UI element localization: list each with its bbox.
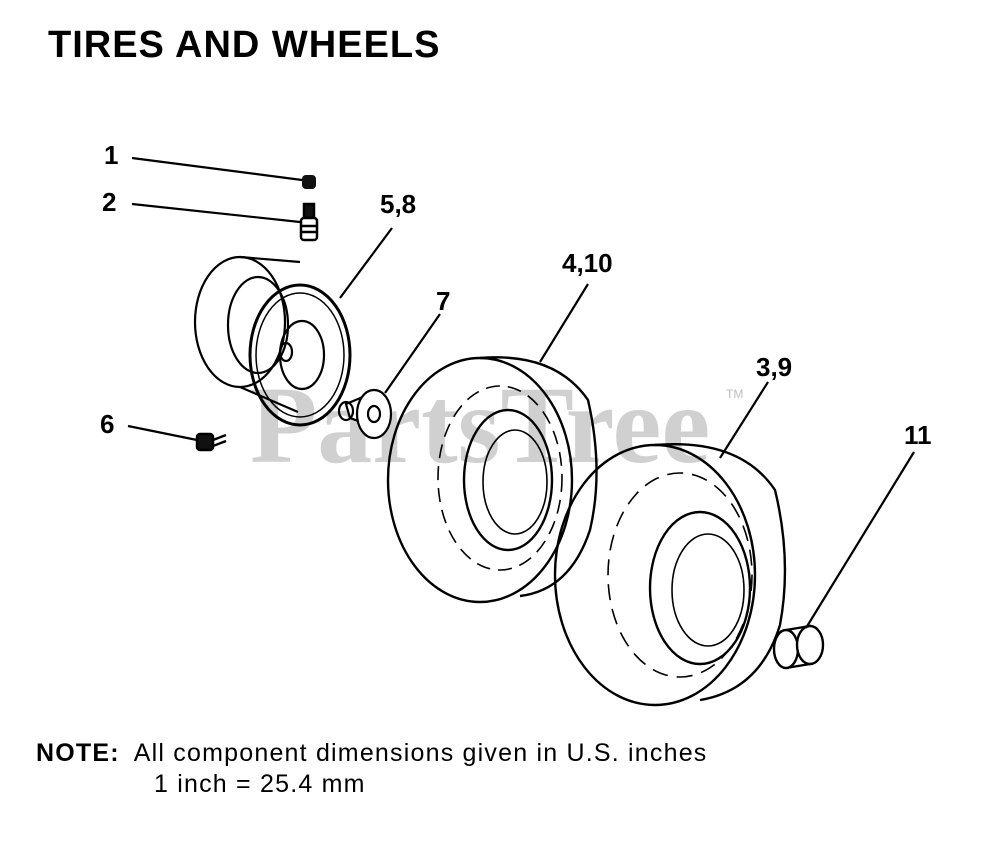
note-line-1: All component dimensions given in U.S. i… bbox=[133, 739, 708, 767]
trademark-mark: TM bbox=[726, 387, 743, 401]
callout-7: 7 bbox=[436, 286, 450, 316]
wheel-rim-part bbox=[193, 255, 352, 427]
callout-3-9: 3,9 bbox=[756, 352, 792, 382]
rear-tire-part bbox=[553, 443, 787, 707]
valve-cap-part bbox=[302, 175, 316, 189]
front-tire-part bbox=[386, 356, 598, 604]
callout-5-8: 5,8 bbox=[380, 189, 416, 219]
dimensions-note: NOTE: All component dimensions given in U… bbox=[36, 738, 708, 800]
callout-1: 1 bbox=[104, 140, 118, 170]
valve-stem-part bbox=[299, 202, 319, 242]
note-label: NOTE: bbox=[36, 739, 120, 767]
callout-2: 2 bbox=[102, 187, 116, 217]
diagram-title: TIRES AND WHEELS bbox=[48, 24, 441, 66]
bushing-part bbox=[337, 388, 393, 440]
note-line-2: 1 inch = 25.4 mm bbox=[154, 770, 366, 798]
callout-11: 11 bbox=[904, 420, 932, 450]
leader-lines bbox=[127, 156, 915, 629]
hub-cap-part bbox=[772, 624, 825, 670]
callout-6: 6 bbox=[100, 409, 114, 439]
callout-4-10: 4,10 bbox=[562, 248, 613, 278]
bolt-part bbox=[195, 432, 227, 452]
